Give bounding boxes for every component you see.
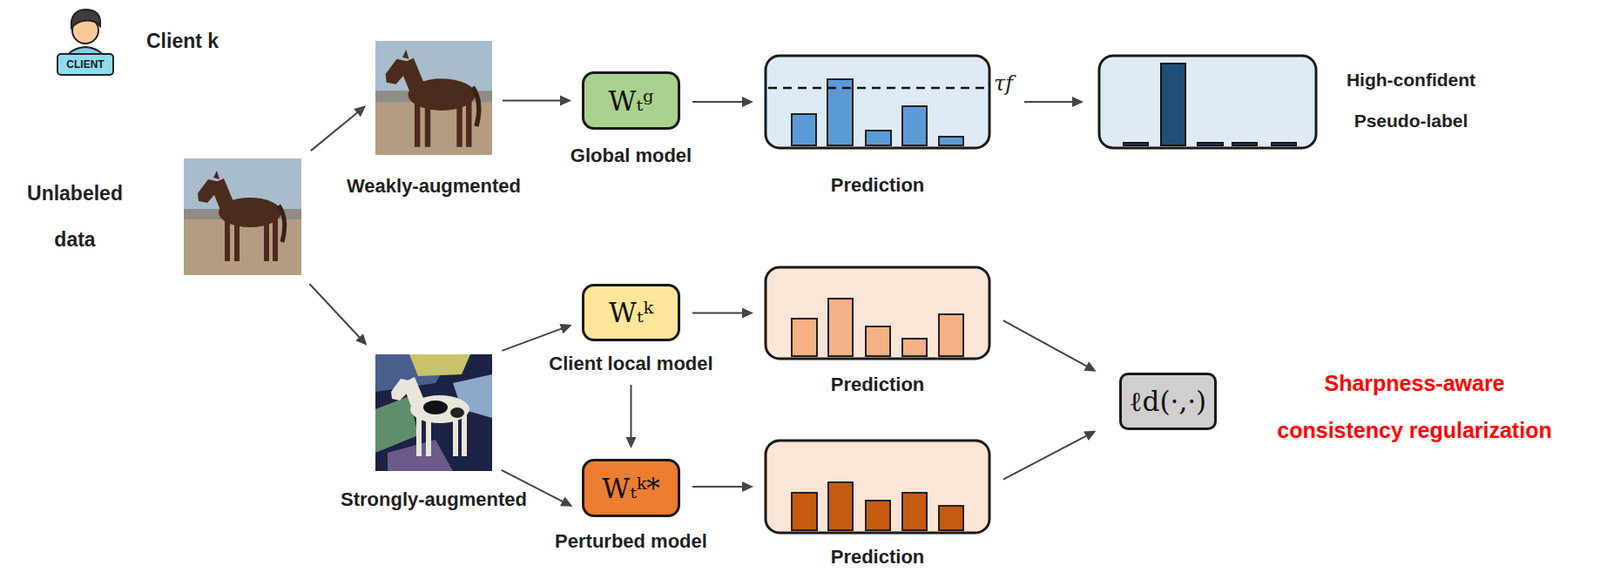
arrowhead xyxy=(353,105,366,117)
arrow-connector xyxy=(501,324,572,352)
model-symbol: Wₜᵏ* xyxy=(601,472,660,505)
connector-line xyxy=(1003,435,1088,480)
prediction-chart xyxy=(765,440,990,534)
arrowhead xyxy=(560,95,572,107)
model-box: WₜᵍGlobal model xyxy=(581,71,681,130)
strong-image xyxy=(375,354,493,472)
loss-box: ℓd(·,·) xyxy=(1119,372,1217,431)
model-symbol: ℓd(·,·) xyxy=(1129,385,1207,419)
arrowhead xyxy=(742,481,754,493)
arrow-connector xyxy=(310,105,366,151)
arrow-connector xyxy=(1003,431,1096,480)
node-label: Prediction xyxy=(830,546,925,568)
prediction-node: Prediction xyxy=(765,267,990,359)
arrowhead xyxy=(742,308,754,319)
arrowhead xyxy=(1072,96,1084,108)
image-node: Strongly-augmented xyxy=(375,354,493,472)
arrow-connector xyxy=(502,95,572,107)
prediction-node: Prediction xyxy=(765,55,990,149)
prediction-chart xyxy=(765,267,990,359)
image-node: Unlabeled data xyxy=(183,158,302,276)
pseudo-label-node: High-confident Pseudo-label xyxy=(1099,55,1317,149)
node-label: High-confident Pseudo-label xyxy=(1323,59,1499,142)
client-icon xyxy=(57,9,114,75)
connector-line xyxy=(310,111,359,151)
client-label: Client k xyxy=(146,29,219,54)
model-symbol: Wₜᵍ xyxy=(608,85,655,117)
connector-line xyxy=(692,101,744,103)
arrow-connector xyxy=(692,308,754,319)
pseudo-label-chart xyxy=(1099,55,1317,149)
horse-image xyxy=(183,158,302,276)
arrowhead xyxy=(1083,431,1096,441)
connector-line xyxy=(502,100,562,102)
model-box: Wₜᵏ*Perturbed model xyxy=(581,459,681,518)
arrow-connector xyxy=(692,481,754,493)
arrowhead xyxy=(742,96,754,108)
node-label: Prediction xyxy=(830,374,925,396)
arrowhead xyxy=(355,333,367,346)
node-label: Unlabeled data xyxy=(5,170,145,264)
connector-line xyxy=(1003,320,1088,367)
connector-line xyxy=(501,328,563,352)
arrow-connector xyxy=(1024,96,1084,108)
connector-line xyxy=(692,312,744,315)
weak-image xyxy=(375,40,493,156)
arrow-connector xyxy=(1003,320,1097,372)
connector-line xyxy=(630,384,633,439)
model-symbol: Wₜᵏ xyxy=(608,297,654,329)
node-label: Client local model xyxy=(548,353,713,375)
arrow-connector xyxy=(626,384,637,449)
node-label: Global model xyxy=(570,145,692,167)
method-label: Sharpness-aware consistency regularizati… xyxy=(1235,359,1594,454)
icon-text: CLIENT xyxy=(57,54,114,75)
node-label: Perturbed model xyxy=(554,531,708,553)
arrowhead xyxy=(560,497,573,507)
prediction-chart xyxy=(765,55,990,149)
arrowhead xyxy=(559,324,572,334)
connector-line xyxy=(310,283,361,338)
prediction-node: Prediction xyxy=(765,440,990,534)
model-box: WₜᵏClient local model xyxy=(581,283,681,342)
node-label: Strongly-augmented xyxy=(340,489,527,511)
node-label: Prediction xyxy=(830,175,925,196)
image-node: Weakly-augmented xyxy=(375,40,493,156)
arrowhead xyxy=(1083,361,1096,372)
arrow-connector xyxy=(692,96,754,108)
arrow-connector xyxy=(310,283,368,346)
connector-line xyxy=(1024,101,1074,103)
arrowhead xyxy=(626,437,637,449)
threshold-label: τf xyxy=(993,71,1013,96)
node-label: Weakly-augmented xyxy=(346,175,521,197)
connector-line xyxy=(692,486,744,488)
